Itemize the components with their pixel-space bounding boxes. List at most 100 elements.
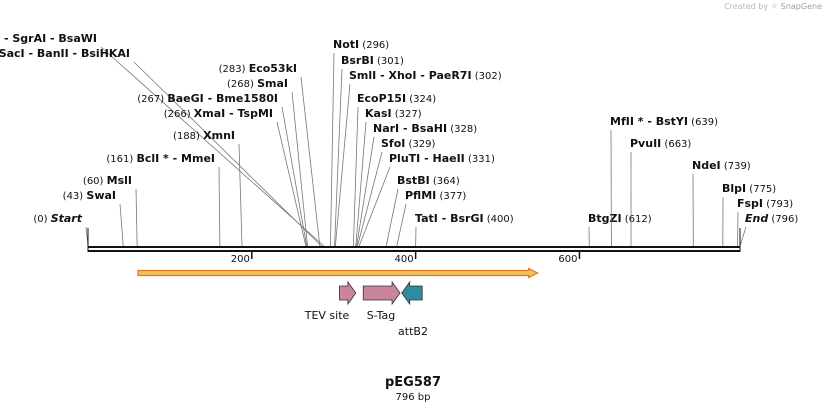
site-label: BstBI (364) [397, 174, 460, 187]
site-noti: NotI (296) [330, 38, 389, 247]
site-connector [385, 188, 399, 247]
site-smai: (268) SmaI [227, 77, 308, 247]
site-connector [355, 121, 367, 247]
site-connector [352, 106, 359, 247]
site-connector [281, 106, 308, 247]
site-tati: TatI - BsrGI (400) [415, 212, 514, 247]
site-xmai: (266) XmaI - TspMI [164, 107, 307, 247]
plasmid-name: pEG587 [385, 375, 441, 390]
orf-arrow [137, 267, 540, 279]
feature-arrow [339, 280, 357, 306]
axis-tick-label: 600 [558, 254, 577, 265]
site-baegi: (267) BaeGI - Bme1580I [137, 92, 308, 247]
site-connector [739, 226, 747, 247]
site-connector [330, 52, 335, 247]
site-saci: (285) SacI - BanII - BsiHKAI [0, 47, 322, 247]
site-label: KasI (327) [365, 107, 422, 120]
site-label: MfII * - BstYI (639) [610, 115, 718, 128]
site-label: (283) Eco53kI [219, 62, 297, 75]
site-connector [396, 203, 407, 247]
site-label: (43) SwaI [63, 189, 116, 202]
site-start: (0) Start [33, 212, 89, 247]
site-nari: NarI - BsaHI (328) [356, 122, 477, 247]
site-connector [291, 91, 308, 247]
site-fspi: FspI (793) [737, 197, 793, 247]
feature-label: TEV site [304, 309, 350, 322]
site-label: NdeI (739) [692, 159, 751, 172]
site-msli: (60) MslI [83, 174, 138, 247]
map-title-group: pEG587 796 bp [385, 375, 441, 403]
site-bsrbi: BsrBI (301) [334, 54, 404, 247]
site-label: PvuII (663) [630, 137, 691, 150]
feature-arrow [401, 280, 423, 306]
feature-attb2: attB2 [398, 280, 428, 338]
site-bstbi: BstBI (364) [385, 174, 460, 247]
site-connector [218, 166, 221, 247]
site-connector [135, 188, 138, 247]
site-label: End (796) [745, 212, 798, 225]
site-label: (0) Start [33, 212, 82, 225]
site-eco53ki: (283) Eco53kI [219, 62, 321, 247]
site-label: (188) XmnI [173, 129, 235, 142]
site-label: PluTI - HaeII (331) [389, 152, 495, 165]
site-smli: SmlI - XhoI - PaeR7I (302) [334, 69, 502, 247]
site-label: SfoI (329) [381, 137, 436, 150]
restriction-sites: (288) AgeI - BsrFI - SgrAI - BsaWI (285) … [0, 32, 798, 247]
axis-tick-label: 400 [395, 254, 414, 265]
site-connector [133, 61, 322, 247]
site-btgzi: BtgZI (612) [588, 212, 652, 247]
site-label: NotI (296) [333, 38, 389, 51]
site-ndei: NdeI (739) [692, 159, 751, 247]
site-label: (285) SacI - BanII - BsiHKAI [0, 47, 130, 60]
site-connector [334, 83, 351, 247]
site-connector [358, 166, 391, 247]
site-agei: (288) AgeI - BsrFI - SgrAI - BsaWI [0, 32, 325, 247]
site-pluti: PluTI - HaeII (331) [358, 152, 495, 247]
orf-track [137, 267, 540, 279]
site-kasi: KasI (327) [355, 107, 422, 247]
site-connector [356, 136, 375, 247]
site-label: BtgZI (612) [588, 212, 652, 225]
sequence-backbone: 200 400 600 [87, 228, 741, 265]
feature-s-tag: S-Tag [362, 280, 401, 322]
site-label: (266) XmaI - TspMI [164, 107, 273, 120]
snapgene-logo-icon: ✧ [770, 2, 779, 12]
site-connector [119, 203, 124, 247]
plasmid-length: 796 bp [396, 392, 431, 403]
feature-label: attB2 [398, 325, 428, 338]
site-connector [100, 46, 325, 247]
site-label: SmlI - XhoI - PaeR7I (302) [349, 69, 502, 82]
site-connector [238, 143, 243, 247]
site-label: (288) AgeI - BsrFI - SgrAI - BsaWI [0, 32, 97, 45]
site-swai: (43) SwaI [63, 189, 124, 247]
site-pvuii: PvuII (663) [630, 137, 691, 247]
site-label: BlpI (775) [722, 182, 776, 195]
site-label: EcoP15I (324) [357, 92, 436, 105]
site-label: BsrBI (301) [341, 54, 404, 67]
site-label: (268) SmaI [227, 77, 288, 90]
site-connector [276, 121, 307, 247]
credit-brand: SnapGene [780, 2, 822, 11]
snapgene-credit: Created by ✧ SnapGene [724, 2, 822, 12]
site-connector [300, 76, 321, 247]
site-label: FspI (793) [737, 197, 793, 210]
credit-prefix: Created by [724, 2, 769, 11]
site-end: End (796) [739, 212, 798, 247]
site-connector [357, 151, 383, 247]
site-sfoi: SfoI (329) [357, 137, 436, 247]
site-mfii: MfII * - BstYI (639) [610, 115, 718, 247]
feature-tev-site: TEV site [304, 280, 357, 322]
axis-tick-label: 200 [231, 254, 250, 265]
site-label: (161) BclI * - MmeI [106, 152, 215, 165]
feature-label: S-Tag [367, 309, 396, 322]
site-xmni: (188) XmnI [173, 129, 243, 247]
site-connector [334, 68, 343, 247]
site-blpi: BlpI (775) [722, 182, 776, 247]
site-label: (267) BaeGI - Bme1580I [137, 92, 278, 105]
site-label: TatI - BsrGI (400) [415, 212, 514, 225]
site-ecop15i: EcoP15I (324) [352, 92, 436, 247]
site-pflmi: PflMI (377) [396, 189, 466, 247]
site-label: PflMI (377) [405, 189, 466, 202]
